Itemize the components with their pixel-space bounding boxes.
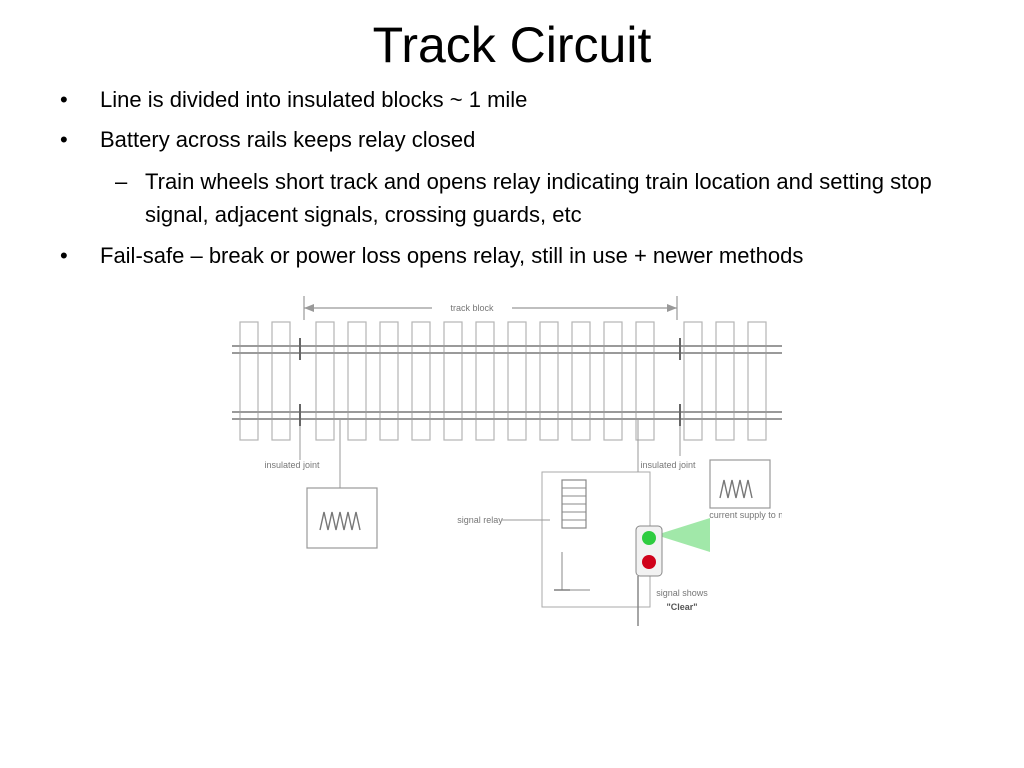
relay-windings <box>562 487 586 521</box>
track-circuit-svg: track block <box>232 296 782 626</box>
relay-circuit-frame <box>541 471 651 608</box>
block-label-bg <box>432 300 512 314</box>
signal-label: signal shows <box>656 588 708 598</box>
resistor-icon <box>719 479 753 499</box>
green-light-beam <box>656 518 710 552</box>
arrow-left-icon <box>304 304 314 312</box>
bullet-item: • Line is divided into insulated blocks … <box>60 83 980 117</box>
relay-label: signal relay <box>457 515 503 525</box>
bullet-marker: • <box>60 127 68 152</box>
relay-wire <box>561 552 590 591</box>
bullet-item: • Fail-safe – break or power loss opens … <box>60 239 980 273</box>
red-lamp-icon <box>642 555 656 569</box>
left-battery-box <box>306 487 378 549</box>
bullet-text: Line is divided into insulated blocks ~ … <box>100 87 528 112</box>
railroad-ties <box>239 321 767 441</box>
arrow-right-icon <box>667 304 677 312</box>
bullet-text: Battery across rails keeps relay closed <box>100 127 476 152</box>
green-lamp-icon <box>642 531 656 545</box>
insulated-joints <box>299 338 681 426</box>
sub-bullet-item: – Train wheels short track and opens rel… <box>115 165 965 231</box>
left-joint-label: insulated joint <box>264 460 320 470</box>
track-circuit-diagram: track block <box>232 290 782 628</box>
right-joint-label: insulated joint <box>640 460 696 470</box>
signal-state: "Clear" <box>666 602 697 612</box>
sub-bullet-text: Train wheels short track and opens relay… <box>145 169 932 227</box>
slide-title: Track Circuit <box>372 17 652 73</box>
bullet-text: Fail-safe – break or power loss opens re… <box>100 243 804 268</box>
resistor-icon <box>319 511 361 531</box>
bullet-marker: • <box>60 243 68 268</box>
block-label: track block <box>450 303 494 313</box>
bullet-item: • Battery across rails keeps relay close… <box>60 123 980 157</box>
adjacent-label: current supply to next block <box>709 510 782 520</box>
rails <box>232 345 782 420</box>
right-supply-box <box>709 459 771 509</box>
bullet-marker: • <box>60 87 68 112</box>
sub-bullet-marker: – <box>115 169 128 194</box>
